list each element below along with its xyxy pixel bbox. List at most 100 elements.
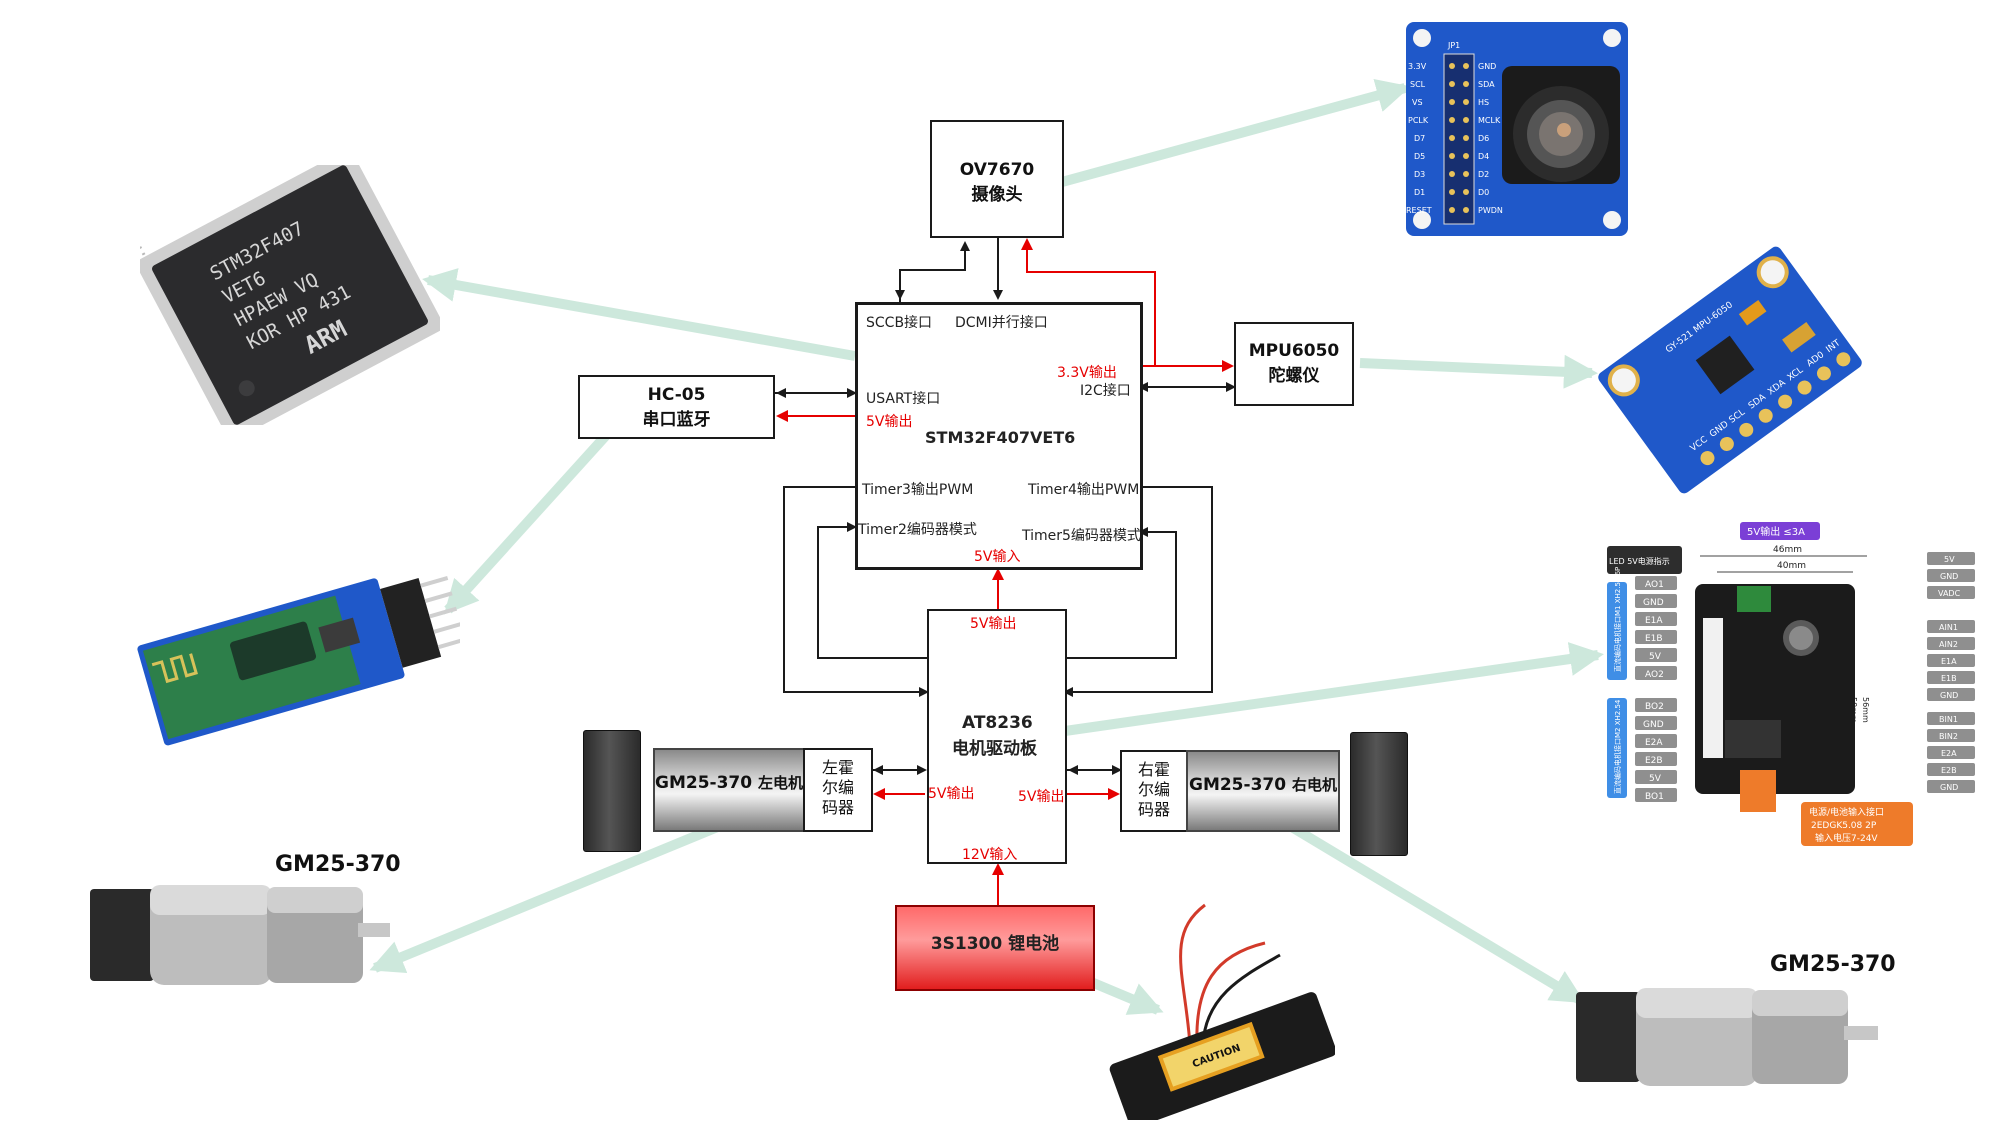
stm32-timer2-label: Timer2编码器模式 xyxy=(858,522,977,538)
battery-name: 3S1300 xyxy=(930,934,1003,954)
stm32-block xyxy=(855,302,1143,570)
stm32-timer4-label: Timer4输出PWM xyxy=(1028,482,1140,498)
gyro-block: MPU6050 陀螺仪 xyxy=(1234,322,1354,406)
driver-rpin-5: AIN2 xyxy=(1939,640,1958,649)
driver-dim-w-outer: 46mm xyxy=(1773,545,1802,555)
camera-name: OV7670 xyxy=(959,160,1035,180)
driver-m1-pin-2: GND xyxy=(1643,598,1664,608)
driver-m2-pin-1: BO2 xyxy=(1645,702,1664,712)
cam-pin-15: D4 xyxy=(1478,152,1489,161)
right-motor-block: GM25-370 右电机 xyxy=(1186,750,1340,832)
cam-pin-2: SCL xyxy=(1410,80,1426,89)
stm32-chip-photo: STM32F407 VET6 HPAEW VQ KOR HP 431 ARM xyxy=(135,149,444,454)
stm32-usart-power-label: 5V输出 xyxy=(866,414,913,430)
driver-rpin-13: GND xyxy=(1940,783,1958,792)
cam-pin-11: SDA xyxy=(1478,80,1495,89)
camera-desc: 摄像头 xyxy=(971,185,1023,205)
arrow-to-camera-photo xyxy=(1038,79,1411,193)
cam-pin-17: D0 xyxy=(1478,188,1489,197)
driver-rpin-11: E2A xyxy=(1941,749,1957,758)
driver-led-label: LED 5V电源指示 xyxy=(1609,556,1670,566)
driver-m1-pin-6: AO2 xyxy=(1645,670,1664,680)
driver-m1-pin-5: 5V xyxy=(1649,652,1662,662)
battery-photo: CAUTION xyxy=(1105,895,1337,1128)
right-encoder-block: 右霍尔编码器 xyxy=(1120,750,1188,832)
driver-m2-pin-6: BO1 xyxy=(1645,792,1664,802)
driver-board-photo: 5V输出 ≤3A LED 5V电源指示 46mm 40mm 56mm 50mm … xyxy=(1605,512,1990,852)
bluetooth-block: HC-05 串口蓝牙 xyxy=(578,375,775,439)
gyro-name: MPU6050 xyxy=(1248,341,1340,361)
stm32-timer5-label: Timer5编码器模式 xyxy=(1022,528,1141,544)
driver-in-bottom-label: 12V输入 xyxy=(962,847,1018,863)
driver-power-badge-3: 输入电压7-24V xyxy=(1815,832,1878,844)
driver-rpin-3: VADC xyxy=(1938,589,1961,598)
left-motor-photo-caption: GM25-370 xyxy=(275,852,401,877)
left-encoder-block: 左霍尔编码器 xyxy=(803,748,873,832)
stm32-title: STM32F407VET6 xyxy=(925,428,1076,447)
arrow-to-driver-photo xyxy=(1057,642,1604,737)
driver-out-right-label: 5V输出 xyxy=(1018,789,1065,805)
arrow-to-gyro-photo xyxy=(1359,354,1598,389)
left-motor-desc: 左电机 xyxy=(758,774,804,792)
driver-rpin-7: E1B xyxy=(1941,674,1957,683)
bluetooth-name: HC-05 xyxy=(647,385,706,405)
cam-pin-6: D5 xyxy=(1414,152,1425,161)
driver-m2-pin-5: 5V xyxy=(1649,774,1662,784)
driver-m2-label: 直流编码电机接口M2 XH2.54 6P xyxy=(1613,689,1622,794)
power-wires xyxy=(776,238,1234,905)
driver-m1-label: 直流编码电机接口M1 XH2.54 6P xyxy=(1613,567,1622,672)
right-encoder-label: 右霍尔编码器 xyxy=(1137,760,1170,819)
bluetooth-module-photo xyxy=(130,555,466,755)
right-wheel xyxy=(1350,732,1408,856)
cam-pin-16: D2 xyxy=(1478,170,1489,179)
left-motor-photo xyxy=(62,875,392,995)
driver-rpin-1: 5V xyxy=(1944,555,1955,564)
stm32-i2c-label: I2C接口 xyxy=(1080,383,1131,399)
driver-m1-pin-4: E1B xyxy=(1645,634,1663,644)
cam-pin-18: PWDN xyxy=(1478,206,1503,215)
photo-arrows xyxy=(369,79,1604,1015)
driver-rpin-9: BIN1 xyxy=(1939,715,1958,724)
gyro-desc: 陀螺仪 xyxy=(1268,366,1320,386)
cam-pin-13: MCLK xyxy=(1478,116,1501,125)
gyro-module-photo: VCC GND SCL SDA XDA XCL AD0 INT GY-521 M… xyxy=(1590,245,1870,495)
camera-module-photo: 3.3V SCL VS PCLK D7 D5 D3 D1 RESET GND S… xyxy=(1406,22,1628,236)
driver-top-badge: 5V输出 ≤3A xyxy=(1747,525,1805,538)
cam-pin-3: VS xyxy=(1412,98,1423,107)
bluetooth-desc: 串口蓝牙 xyxy=(642,410,711,430)
driver-name: AT8236 xyxy=(962,713,1033,733)
driver-m1-pin-1: AO1 xyxy=(1645,580,1664,590)
signal-wires xyxy=(775,238,1236,775)
arrow-to-left-motor-photo xyxy=(369,821,722,974)
cam-board-label: JP1 xyxy=(1447,41,1460,50)
driver-desc: 电机驱动板 xyxy=(952,739,1037,759)
cam-pin-5: D7 xyxy=(1414,134,1425,143)
driver-power-badge-2: 2EDGK5.08 2P xyxy=(1811,821,1877,831)
driver-out-left-label: 5V输出 xyxy=(928,786,975,802)
driver-block xyxy=(927,609,1067,864)
driver-m1-pin-3: E1A xyxy=(1645,616,1663,626)
right-motor-desc: 右电机 xyxy=(1291,776,1337,794)
cam-pin-14: D6 xyxy=(1478,134,1489,143)
cam-pin-7: D3 xyxy=(1414,170,1425,179)
driver-m2-pin-4: E2B xyxy=(1645,756,1663,766)
cam-pin-8: D1 xyxy=(1414,188,1425,197)
driver-rpin-10: BIN2 xyxy=(1939,732,1958,741)
left-encoder-label: 左霍尔编码器 xyxy=(821,758,854,817)
stm32-power-in-label: 5V输入 xyxy=(974,549,1021,565)
left-wheel xyxy=(583,730,641,852)
cam-pin-1: 3.3V xyxy=(1408,62,1427,71)
right-motor-name: GM25-370 xyxy=(1188,775,1287,795)
driver-dim-h-outer: 56mm xyxy=(1861,697,1870,723)
stm32-usart-label: USART接口 xyxy=(866,391,941,407)
cam-pin-12: HS xyxy=(1478,98,1489,107)
camera-block: OV7670 摄像头 xyxy=(930,120,1064,238)
driver-rpin-4: AIN1 xyxy=(1939,623,1958,632)
stm32-i2c-power-label: 3.3V输出 xyxy=(1057,365,1117,381)
cam-pin-9: RESET xyxy=(1406,206,1432,215)
right-motor-photo xyxy=(1552,978,1882,1096)
driver-out-top-label: 5V输出 xyxy=(970,616,1017,632)
driver-dim-w-inner: 40mm xyxy=(1777,561,1806,571)
